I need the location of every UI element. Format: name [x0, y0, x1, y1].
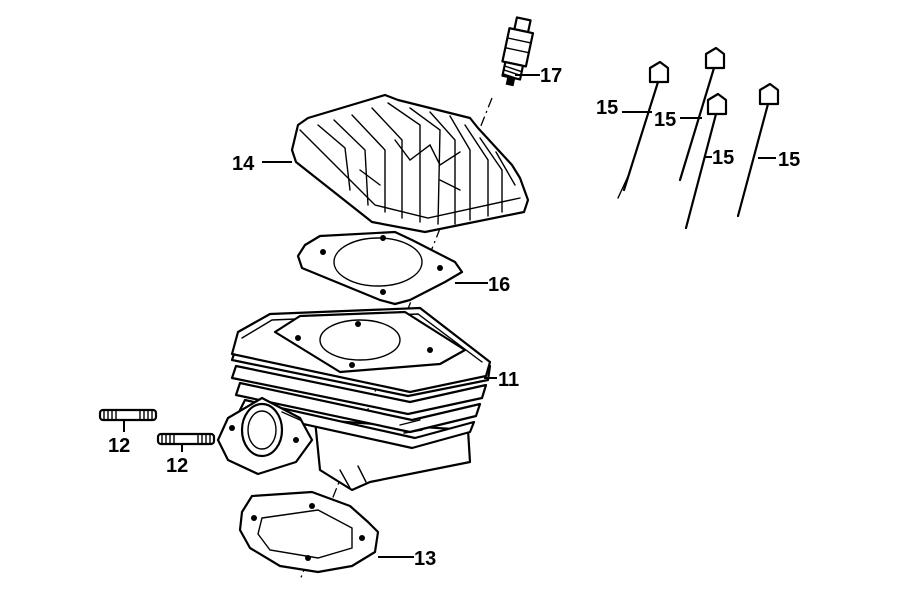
callout-16: 16 — [488, 274, 510, 296]
callout-12-upper: 12 — [108, 435, 130, 457]
callout-11: 11 — [498, 369, 519, 391]
stud-upper — [98, 408, 158, 422]
callout-12-lower: 12 — [166, 455, 188, 477]
bolt-2 — [678, 46, 726, 182]
head-gasket — [296, 230, 464, 306]
stud-lower — [156, 432, 216, 446]
callout-15-a: 15 — [596, 97, 618, 119]
callout-15-d: 15 — [778, 149, 800, 171]
bolt-3 — [684, 92, 728, 230]
callout-13: 13 — [414, 548, 436, 570]
cylinder-head — [290, 93, 530, 234]
cylinder — [216, 306, 492, 492]
base-gasket — [238, 490, 380, 574]
bolt-1 — [617, 60, 670, 199]
callout-14: 14 — [232, 153, 255, 175]
bolt-4 — [736, 82, 780, 218]
callout-15-c: 15 — [712, 147, 734, 169]
callout-17: 17 — [540, 65, 562, 87]
spark-plug — [501, 16, 535, 87]
callout-15-b: 15 — [654, 109, 676, 131]
